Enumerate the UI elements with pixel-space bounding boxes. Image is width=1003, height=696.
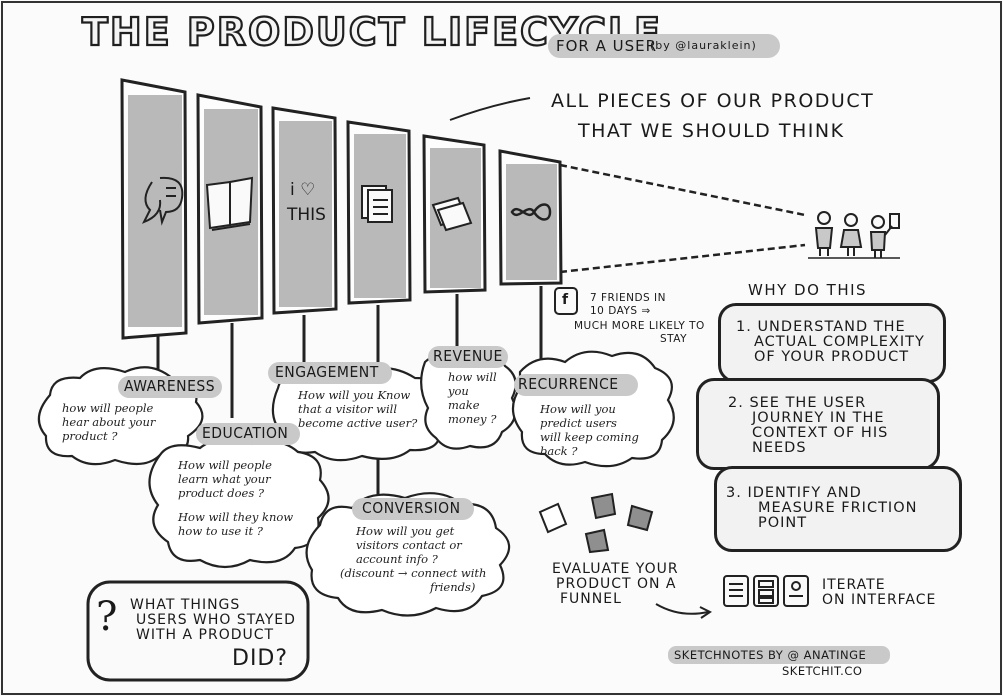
interface-icons <box>723 575 809 607</box>
money-icon <box>431 196 473 232</box>
iterate-text: ITERATE ON INTERFACE <box>822 577 937 608</box>
engagement-question: How will you Know that a visitor will be… <box>298 388 418 430</box>
conversion-question: How will you get visitors contact or acc… <box>340 524 487 594</box>
why-heading: WHY DO THIS <box>748 281 868 299</box>
why-box-1 <box>718 303 946 383</box>
stage-label-education: EDUCATION <box>202 424 289 442</box>
panel-engagement-text-1: i ♡ <box>290 180 316 200</box>
why-box-2 <box>696 378 940 470</box>
question-box-did: DID? <box>232 646 289 671</box>
stage-label-recurrence: RECURRENCE <box>518 375 619 393</box>
awareness-highlight <box>118 376 222 398</box>
question-box <box>86 580 310 682</box>
credit-highlight <box>668 646 890 664</box>
engagement-highlight <box>268 362 392 384</box>
callout-line-1: ALL PIECES OF OUR PRODUCT <box>551 90 875 112</box>
stage-label-revenue: REVENUE <box>433 347 503 365</box>
cloud-conversion <box>305 492 511 617</box>
facebook-icon-letter: f <box>562 292 570 308</box>
conversion-highlight <box>352 498 474 520</box>
infinity-icon <box>510 203 552 221</box>
subtitle-credit: (by @lauraklein) <box>650 39 757 52</box>
funnel-top-line <box>559 163 806 217</box>
panel-awareness <box>120 78 188 340</box>
friends-note-cont: MUCH MORE LIKELY TO STAY <box>574 320 705 345</box>
why-item-2: 2. SEE THE USER JOURNEY IN THE CONTEXT O… <box>728 395 889 456</box>
stage-label-conversion: CONVERSION <box>362 499 461 517</box>
evaluate-text: EVALUATE YOUR PRODUCT ON A FUNNEL <box>552 561 679 607</box>
speech-bubble-icon <box>141 176 184 226</box>
iterate-arrow <box>655 603 709 615</box>
sticky-notes-icon <box>538 492 654 554</box>
facebook-icon <box>554 287 578 315</box>
stage-label-awareness: AWARENESS <box>124 377 216 395</box>
document-icon <box>361 185 393 223</box>
open-book-icon <box>205 176 254 231</box>
recurrence-question: How will you predict users will keep com… <box>540 402 639 458</box>
awareness-question: how will people hear about your product … <box>62 401 156 443</box>
education-question: How will people learn what your product … <box>178 458 294 538</box>
subtitle: FOR A USER <box>556 37 658 55</box>
panel-engagement <box>271 106 338 315</box>
credit-line-2: SKETCHIT.CO <box>782 664 863 678</box>
why-box-3 <box>714 466 962 552</box>
recurrence-highlight <box>514 374 638 396</box>
question-mark-icon: ? <box>96 594 118 640</box>
revenue-highlight <box>428 346 508 368</box>
revenue-question: how will you make money ? <box>448 370 497 426</box>
question-clouds <box>37 350 675 617</box>
panel-engagement-text-2: THIS <box>287 205 326 225</box>
why-item-1: 1. UNDERSTAND THE ACTUAL COMPLEXITY OF Y… <box>736 319 925 365</box>
users-icon <box>808 211 900 259</box>
stage-label-engagement: ENGAGEMENT <box>275 363 379 381</box>
subtitle-highlight <box>548 34 780 58</box>
education-highlight <box>196 423 300 445</box>
why-item-3: 3. IDENTIFY AND MEASURE FRICTION POINT <box>726 485 918 531</box>
panel-recurrence <box>498 149 563 286</box>
friends-note: 7 FRIENDS IN 10 DAYS ⇒ <box>590 292 666 317</box>
credit-line-1: SKETCHNOTES BY @ ANATINGE <box>674 648 867 662</box>
callout-line-2: THAT WE SHOULD THINK <box>578 120 845 142</box>
question-box-text: WHAT THINGS USERS WHO STAYED WITH A PROD… <box>130 597 296 643</box>
callout-pointer <box>449 97 531 121</box>
funnel-bottom-line <box>559 243 806 274</box>
